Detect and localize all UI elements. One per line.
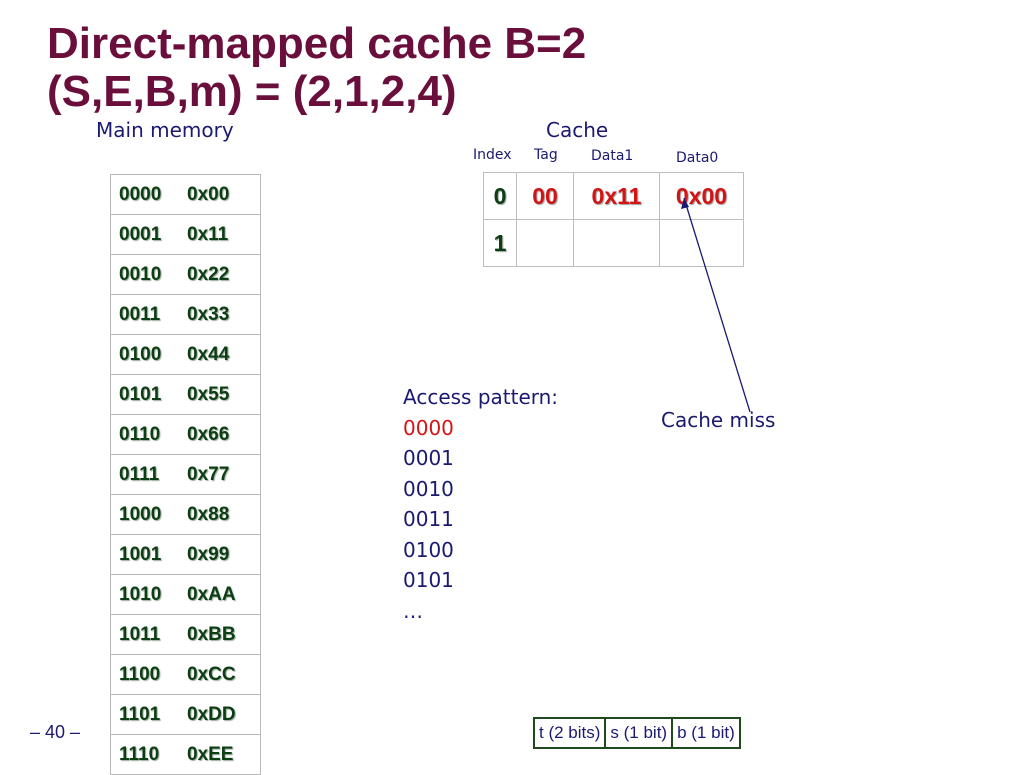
- cache-label: Cache: [546, 118, 609, 142]
- main-memory-label: Main memory: [96, 118, 234, 142]
- access-pattern-label: Access pattern:: [403, 385, 559, 409]
- memory-row: 1011 0xBB: [110, 614, 261, 655]
- memory-address: 1101: [119, 703, 161, 725]
- memory-address: 0111: [119, 463, 160, 485]
- cache-index-cell: 0: [483, 172, 517, 220]
- memory-value: 0xDD: [187, 703, 236, 725]
- address-bits-breakdown: t (2 bits) s (1 bit) b (1 bit): [533, 717, 741, 749]
- memory-row: 1000 0x88: [110, 494, 261, 535]
- arrow-line: [683, 197, 751, 413]
- memory-value: 0xEE: [187, 743, 234, 765]
- memory-address: 1011: [119, 623, 161, 645]
- memory-value: 0x55: [187, 383, 230, 405]
- memory-row: 0000 0x00: [110, 174, 261, 215]
- memory-value: 0x77: [187, 463, 230, 485]
- memory-address: 1110: [119, 743, 160, 765]
- access-item: 0010: [403, 476, 454, 501]
- access-item: …: [403, 598, 423, 623]
- access-item: 0100: [403, 537, 454, 562]
- cache-row: 1: [483, 219, 744, 267]
- cache-data1-header: Data1: [591, 148, 634, 164]
- memory-address: 0000: [119, 183, 162, 205]
- memory-row: 1001 0x99: [110, 534, 261, 575]
- memory-row: 0010 0x22: [110, 254, 261, 295]
- memory-value: 0x99: [187, 543, 230, 565]
- cache-data0-cell: [659, 219, 744, 267]
- memory-value: 0xBB: [187, 623, 236, 645]
- memory-address: 1010: [119, 583, 162, 605]
- arrow-head-icon: [681, 198, 689, 209]
- access-item: 0011: [403, 507, 454, 531]
- memory-address: 0001: [119, 223, 162, 245]
- memory-address: 0010: [119, 263, 162, 285]
- memory-value: 0x22: [187, 263, 230, 285]
- tag-bits-box: t (2 bits): [533, 717, 607, 749]
- memory-value: 0xAA: [187, 583, 236, 605]
- memory-address: 1001: [119, 543, 162, 565]
- memory-address: 0110: [119, 423, 161, 445]
- memory-value: 0x44: [187, 343, 230, 365]
- title-line-1: Direct-mapped cache B=2: [47, 19, 587, 68]
- memory-value: 0x11: [187, 223, 229, 245]
- slide-title: Direct-mapped cache B=2 (S,E,B,m) = (2,1…: [47, 20, 586, 116]
- set-bits-box: s (1 bit): [604, 717, 674, 749]
- memory-row: 0101 0x55: [110, 374, 261, 415]
- access-item: 0101: [403, 568, 454, 592]
- cache-tag-header: Tag: [534, 147, 558, 163]
- memory-value: 0x00: [187, 183, 230, 205]
- memory-value: 0x33: [187, 303, 230, 325]
- memory-value: 0x88: [187, 503, 230, 525]
- main-memory-table: 0000 0x00 0001 0x11 0010 0x22 0011 0x33 0100…: [110, 174, 261, 775]
- cache-data1-cell: [573, 219, 660, 267]
- memory-address: 1000: [119, 503, 162, 525]
- page-number: – 40 –: [30, 722, 81, 742]
- access-item: 0001: [403, 446, 454, 470]
- memory-row: 0111 0x77: [110, 454, 261, 495]
- cache-miss-annotation: Cache miss: [661, 408, 776, 432]
- memory-value: 0x66: [187, 423, 230, 445]
- cache-index-header: Index: [473, 147, 512, 163]
- memory-row: 0100 0x44: [110, 334, 261, 375]
- memory-value: 0xCC: [187, 663, 236, 685]
- memory-address: 0011: [119, 303, 161, 325]
- block-bits-box: b (1 bit): [671, 717, 741, 749]
- memory-address: 0101: [119, 383, 162, 405]
- title-line-2: (S,E,B,m) = (2,1,2,4): [47, 67, 457, 116]
- memory-row: 0011 0x33: [110, 294, 261, 335]
- cache-data0-cell: 0x00: [659, 172, 744, 220]
- cache-table: 0 00 0x11 0x00 1: [483, 172, 744, 267]
- access-pattern-list: Access pattern: 0000 0001 0010 0011 0100…: [403, 382, 558, 626]
- memory-row: 1100 0xCC: [110, 654, 261, 695]
- memory-row: 1010 0xAA: [110, 574, 261, 615]
- memory-row: 0110 0x66: [110, 414, 261, 455]
- cache-data0-header: Data0: [676, 150, 719, 166]
- memory-address: 0100: [119, 343, 162, 365]
- memory-address: 1100: [119, 663, 161, 685]
- access-item-current: 0000: [403, 415, 454, 440]
- memory-row: 0001 0x11: [110, 214, 261, 255]
